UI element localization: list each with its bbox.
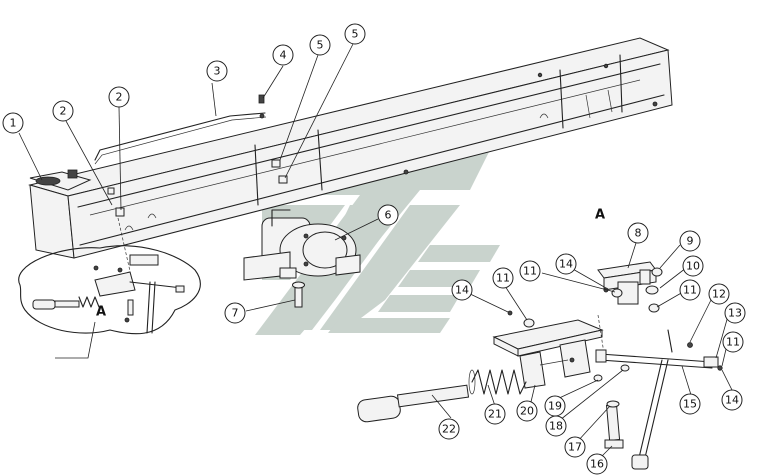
callout-5b: 5 xyxy=(344,23,366,45)
callout-circle xyxy=(206,60,228,82)
callout-circle xyxy=(722,331,744,353)
callout-10: 10 xyxy=(682,255,704,277)
callout-circle xyxy=(682,255,704,277)
callout-16: 16 xyxy=(586,453,608,475)
callout-circle xyxy=(544,395,566,417)
callout-number: 17 xyxy=(568,441,582,454)
callout-circle xyxy=(272,44,294,66)
callout-number: 6 xyxy=(385,209,392,222)
callout-3: 3 xyxy=(206,60,228,82)
callout-circle xyxy=(627,222,649,244)
callout-number: 22 xyxy=(442,423,456,436)
callout-circle xyxy=(564,436,586,458)
callout-7: 7 xyxy=(224,302,246,324)
callout-circle xyxy=(555,253,577,275)
callout-11b: 11 xyxy=(679,279,701,301)
callout-12: 12 xyxy=(708,283,730,305)
detail-view-label: A xyxy=(595,208,605,223)
frame-fasteners xyxy=(107,94,288,217)
callout-13: 13 xyxy=(724,302,746,324)
callout-9: 9 xyxy=(679,230,701,252)
callout-number: 9 xyxy=(687,235,694,248)
callout-number: 11 xyxy=(683,284,697,297)
callout-number: 2 xyxy=(116,91,123,104)
callout-11d: 11 xyxy=(722,331,744,353)
control-rod xyxy=(94,112,267,165)
callout-14b: 14 xyxy=(451,279,473,301)
callout-18: 18 xyxy=(545,415,567,437)
callout-number: 20 xyxy=(520,405,534,418)
callout-circle xyxy=(586,453,608,475)
callout-11a: 11 xyxy=(519,260,541,282)
callout-number: 11 xyxy=(523,265,537,278)
callout-number: 21 xyxy=(488,408,502,421)
callout-circle xyxy=(492,267,514,289)
callout-number: 14 xyxy=(725,394,739,407)
callout-number: 14 xyxy=(455,284,469,297)
callout-circle xyxy=(519,260,541,282)
callout-14c: 14 xyxy=(721,389,743,411)
callout-circle xyxy=(2,112,24,134)
callout-circle xyxy=(721,389,743,411)
callout-6: 6 xyxy=(377,204,399,226)
callout-22: 22 xyxy=(438,418,460,440)
callouts: 1 2 2 3 4 5 5 6 7 8 9 10 11 11 11 11 12 … xyxy=(2,23,746,475)
pin-7 xyxy=(292,281,305,308)
callout-4: 4 xyxy=(272,44,294,66)
callout-number: 11 xyxy=(496,272,510,285)
callout-circle xyxy=(309,34,331,56)
main-frame-beam xyxy=(28,37,673,259)
motor-assembly xyxy=(243,209,361,281)
callout-number: 15 xyxy=(683,398,697,411)
callout-circle xyxy=(516,400,538,422)
inset-leader xyxy=(55,321,96,359)
detail-exploded-view xyxy=(357,261,723,470)
callout-number: 5 xyxy=(317,39,324,52)
detail-inset-label: A xyxy=(96,305,106,320)
callout-number: 2 xyxy=(60,105,67,118)
callout-circle xyxy=(52,100,74,122)
callout-2b: 2 xyxy=(108,86,130,108)
callout-21: 21 xyxy=(484,403,506,425)
detail-inset xyxy=(18,217,201,335)
callout-circle xyxy=(724,302,746,324)
callout-circle xyxy=(377,204,399,226)
callout-number: 13 xyxy=(728,307,742,320)
callout-number: 14 xyxy=(559,258,573,271)
callout-circle xyxy=(679,279,701,301)
callout-number: 19 xyxy=(548,400,562,413)
callout-19: 19 xyxy=(544,395,566,417)
callout-number: 16 xyxy=(590,458,604,471)
callout-11c: 11 xyxy=(492,267,514,289)
callout-20: 20 xyxy=(516,400,538,422)
callout-15: 15 xyxy=(679,393,701,415)
callout-circle xyxy=(679,230,701,252)
callout-circle xyxy=(344,23,366,45)
callout-number: 12 xyxy=(712,288,726,301)
callout-8: 8 xyxy=(627,222,649,244)
callout-17: 17 xyxy=(564,436,586,458)
callout-number: 1 xyxy=(10,117,17,130)
callout-1: 1 xyxy=(2,112,24,134)
callout-number: 10 xyxy=(686,260,700,273)
callout-number: 3 xyxy=(214,65,221,78)
callout-circle xyxy=(679,393,701,415)
callout-2a: 2 xyxy=(52,100,74,122)
callout-number: 5 xyxy=(352,28,359,41)
callout-5a: 5 xyxy=(309,34,331,56)
callout-number: 18 xyxy=(549,420,563,433)
callout-number: 7 xyxy=(232,307,239,320)
callout-circle xyxy=(708,283,730,305)
callout-number: 4 xyxy=(280,49,287,62)
callout-circle xyxy=(438,418,460,440)
callout-number: 11 xyxy=(726,336,740,349)
callout-circle xyxy=(451,279,473,301)
callout-circle xyxy=(484,403,506,425)
callout-14a: 14 xyxy=(555,253,577,275)
callout-circle xyxy=(108,86,130,108)
callout-number: 8 xyxy=(635,227,642,240)
callout-circle xyxy=(224,302,246,324)
